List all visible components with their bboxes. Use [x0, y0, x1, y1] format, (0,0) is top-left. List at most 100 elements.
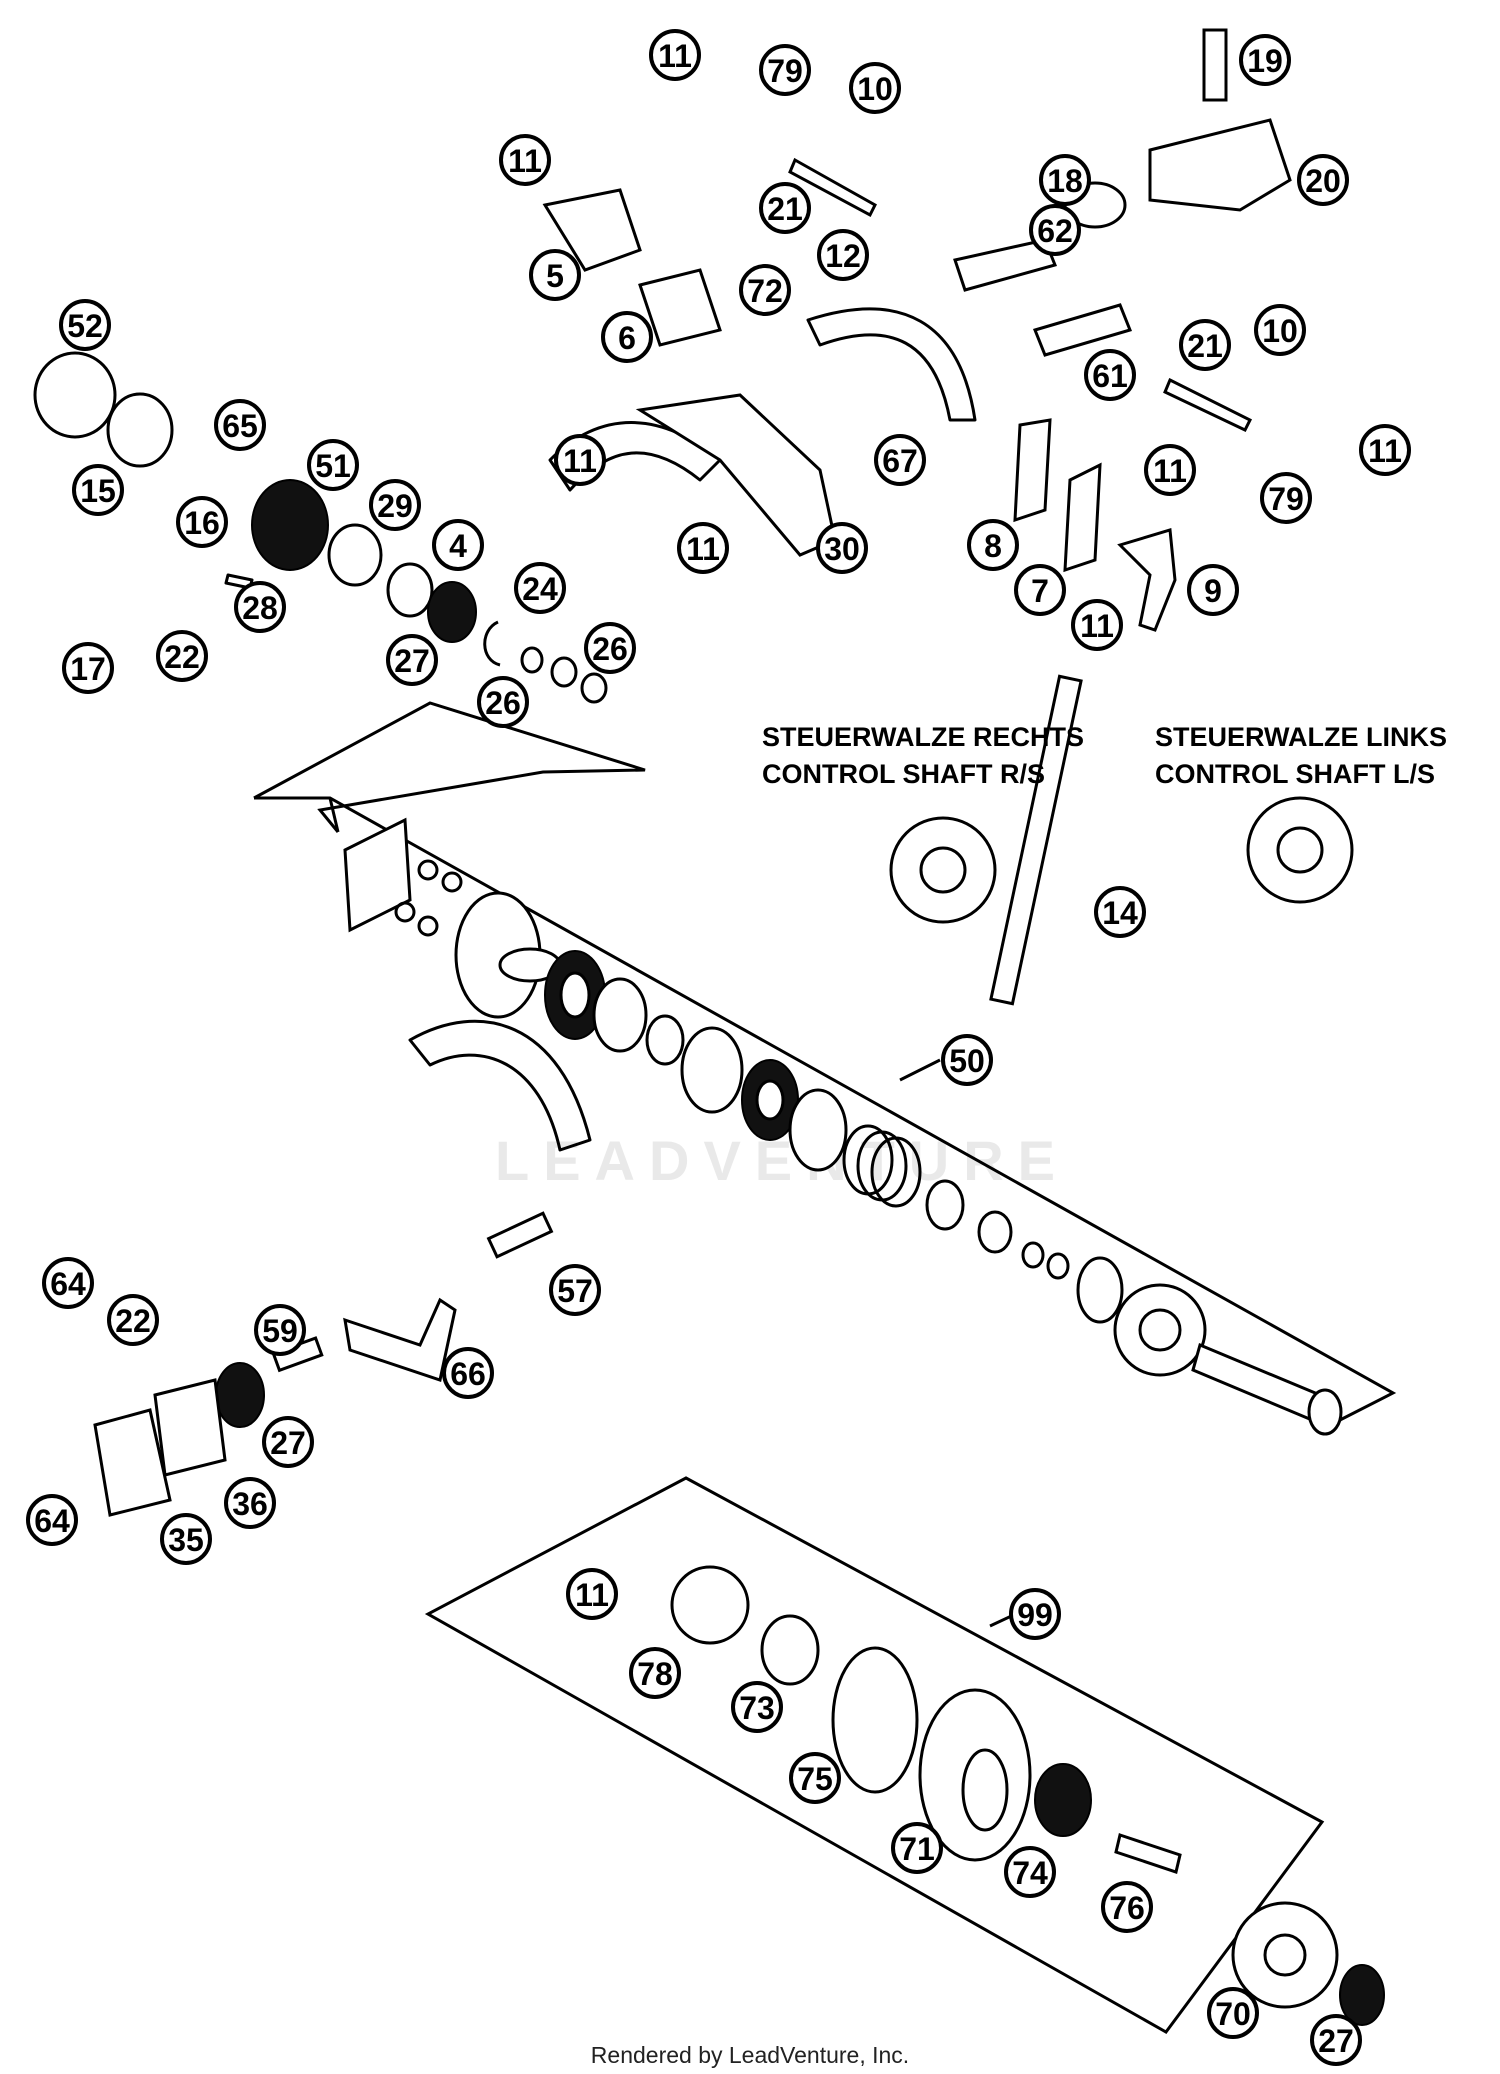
oring-75 [831, 1646, 919, 1794]
callout-number: 11 [575, 1577, 609, 1613]
callout-number: 21 [767, 191, 803, 227]
hose-14 [989, 674, 1083, 1006]
callout-65: 65 [214, 399, 266, 451]
callout-number: 26 [592, 631, 628, 667]
callout-21: 21 [759, 182, 811, 234]
callout-11: 11 [649, 29, 701, 81]
callout-number: 12 [825, 238, 861, 274]
callout-number: 72 [747, 273, 783, 309]
cover-5 [542, 188, 642, 272]
pin-19 [1202, 28, 1228, 102]
callout-number: 20 [1305, 163, 1341, 199]
bearing-73 [760, 1614, 820, 1686]
shaft-61 [1032, 303, 1133, 357]
callout-11: 11 [566, 1568, 618, 1620]
callout-30: 30 [816, 522, 868, 574]
assembly-99-parts [670, 1565, 1385, 2026]
callout-72: 72 [739, 264, 791, 316]
bushing-57 [486, 1211, 554, 1259]
bearing-27-bottom [1339, 1964, 1385, 2026]
callout-number: 11 [508, 143, 542, 179]
cover-35 [93, 1408, 172, 1517]
callout-number: 10 [1262, 313, 1298, 349]
impeller-78 [670, 1565, 750, 1645]
callout-59: 59 [254, 1304, 306, 1356]
oring-15 [106, 392, 174, 468]
shaft-62 [953, 238, 1058, 292]
callout-number: 75 [797, 1761, 833, 1797]
control-shaft-ls-gear [1246, 796, 1354, 904]
assembly-50-frame-lower [254, 796, 1397, 1422]
callout-number: 19 [1247, 43, 1283, 79]
callout-11: 11 [499, 134, 551, 186]
callout-number: 61 [1092, 358, 1128, 394]
callout-7: 7 [1014, 564, 1066, 616]
control-shaft-rs-label-en: CONTROL SHAFT R/S [762, 759, 1045, 789]
lower-left-parts [93, 1019, 592, 1517]
callout-50: 50 [941, 1034, 993, 1086]
shaft-21-top [788, 157, 877, 218]
assembly-99-frame [424, 1476, 1325, 2034]
callout-number: 16 [184, 505, 220, 541]
lever-9 [1117, 528, 1177, 632]
callout-52: 52 [59, 299, 111, 351]
gear-70 [1231, 1901, 1339, 2009]
callout-number: 30 [824, 531, 860, 567]
callout-number: 26 [485, 685, 521, 721]
callout-number: 4 [449, 528, 467, 564]
ring-52 [33, 351, 117, 439]
callout-number: 14 [1102, 895, 1138, 931]
callout-51: 51 [307, 439, 359, 491]
shaft-21-right [1163, 377, 1253, 432]
gasket-8 [1013, 418, 1052, 523]
callout-number: 27 [1318, 2023, 1354, 2059]
control-shaft-ls-label-de: STEUERWALZE LINKS [1155, 722, 1447, 752]
callout-number: 6 [618, 320, 636, 356]
callout-19: 19 [1239, 34, 1291, 86]
callout-36: 36 [224, 1477, 276, 1529]
callout-number: 62 [1037, 213, 1073, 249]
callout-number: 50 [949, 1043, 985, 1079]
callout-64: 64 [26, 1494, 78, 1546]
callout-number: 22 [164, 639, 200, 675]
shaft-76 [1114, 1833, 1182, 1874]
callout-14: 14 [1094, 886, 1146, 938]
callout-22: 22 [107, 1294, 159, 1346]
callout-number: 17 [70, 651, 106, 687]
watermark-text: LEADVENTURE [495, 1129, 1069, 1192]
callout-62: 62 [1029, 204, 1081, 256]
callout-18: 18 [1039, 154, 1091, 206]
callout-number: 28 [242, 590, 278, 626]
callout-10: 10 [1254, 304, 1306, 356]
callout-number: 73 [739, 1690, 775, 1726]
callout-number: 70 [1215, 1996, 1251, 2032]
callout-number: 51 [315, 448, 351, 484]
bearing-27-left [215, 1362, 265, 1428]
callout-15: 15 [72, 464, 124, 516]
callout-number: 8 [984, 528, 1002, 564]
callout-12: 12 [817, 229, 869, 281]
callout-number: 18 [1047, 163, 1083, 199]
callout-9: 9 [1187, 564, 1239, 616]
callout-10: 10 [849, 62, 901, 114]
callout-64: 64 [42, 1257, 94, 1309]
control-shaft-ls-label-en: CONTROL SHAFT L/S [1155, 759, 1435, 789]
callout-6: 6 [601, 311, 653, 363]
callout-number: 64 [50, 1266, 86, 1302]
callout-76: 76 [1101, 1881, 1153, 1933]
callout-4: 4 [432, 519, 484, 571]
callout-27: 27 [1310, 2014, 1362, 2066]
oring-29 [327, 523, 383, 587]
plate-7 [1063, 462, 1102, 573]
callout-number: 11 [563, 443, 597, 479]
control-shaft-rs-gear [889, 816, 997, 924]
callout-29: 29 [369, 479, 421, 531]
callout-number: 65 [222, 408, 258, 444]
callout-67: 67 [874, 434, 926, 486]
callout-number: 76 [1109, 1890, 1145, 1926]
callout-number: 11 [1153, 453, 1187, 489]
guide-plate-lower [408, 1019, 592, 1152]
callout-57: 57 [549, 1264, 601, 1316]
callout-11: 11 [1359, 424, 1411, 476]
